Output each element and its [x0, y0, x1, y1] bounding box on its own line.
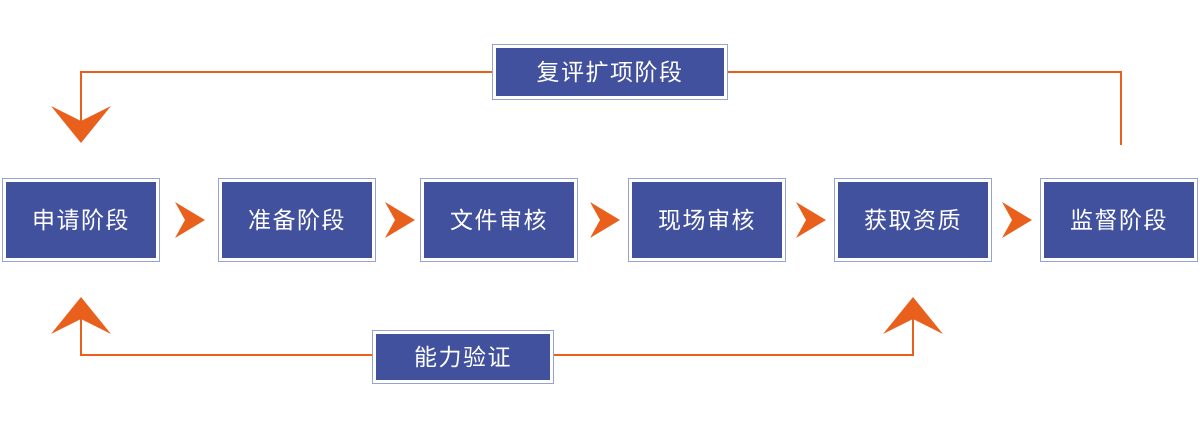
feedback-node-competence[interactable]: 能力验证	[372, 330, 554, 384]
arrowhead-up-right-icon	[883, 297, 943, 334]
feedback-node-reassess-label: 复评扩项阶段	[536, 58, 684, 85]
stage-node-doc-review-body: 文件审核	[424, 182, 574, 258]
connector-competence-to-qualify-line	[554, 303, 914, 356]
stage-node-prepare-body: 准备阶段	[222, 182, 372, 258]
stage-node-onsite-label: 现场审核	[658, 206, 756, 233]
feedback-node-reassess[interactable]: 复评扩项阶段	[492, 44, 728, 100]
stage-node-apply-label: 申请阶段	[32, 206, 130, 233]
connector-reassess-return-line	[80, 71, 492, 137]
feedback-node-competence-body: 能力验证	[376, 334, 550, 380]
stage-node-prepare-label: 准备阶段	[248, 206, 346, 233]
stage-node-supervise-body: 监督阶段	[1044, 182, 1194, 258]
chevron-right-icon-3	[590, 202, 620, 238]
stage-node-onsite-body: 现场审核	[632, 182, 782, 258]
stage-node-onsite[interactable]: 现场审核	[628, 178, 786, 262]
arrowhead-up-left-icon	[51, 297, 111, 334]
stage-node-supervise[interactable]: 监督阶段	[1040, 178, 1198, 262]
stage-node-doc-review[interactable]: 文件审核	[420, 178, 578, 262]
stage-node-qualify-body: 获取资质	[838, 182, 988, 258]
stage-node-qualify[interactable]: 获取资质	[834, 178, 992, 262]
stage-node-doc-review-label: 文件审核	[450, 206, 548, 233]
feedback-node-competence-label: 能力验证	[414, 343, 512, 370]
feedback-node-reassess-body: 复评扩项阶段	[496, 48, 724, 96]
chevron-right-icon-1	[175, 202, 205, 238]
chevron-right-icon-4	[796, 202, 826, 238]
chevron-right-icon-5	[1002, 202, 1032, 238]
connector-competence-to-apply-line	[80, 303, 372, 356]
chevron-right-icon-2	[385, 202, 415, 238]
stage-node-qualify-label: 获取资质	[864, 206, 962, 233]
stage-node-apply-body: 申请阶段	[6, 182, 156, 258]
connector-supervise-to-reassess	[728, 71, 1122, 145]
stage-node-prepare[interactable]: 准备阶段	[218, 178, 376, 262]
stage-node-supervise-label: 监督阶段	[1070, 206, 1168, 233]
arrowhead-down-icon	[51, 106, 111, 143]
stage-node-apply[interactable]: 申请阶段	[2, 178, 160, 262]
